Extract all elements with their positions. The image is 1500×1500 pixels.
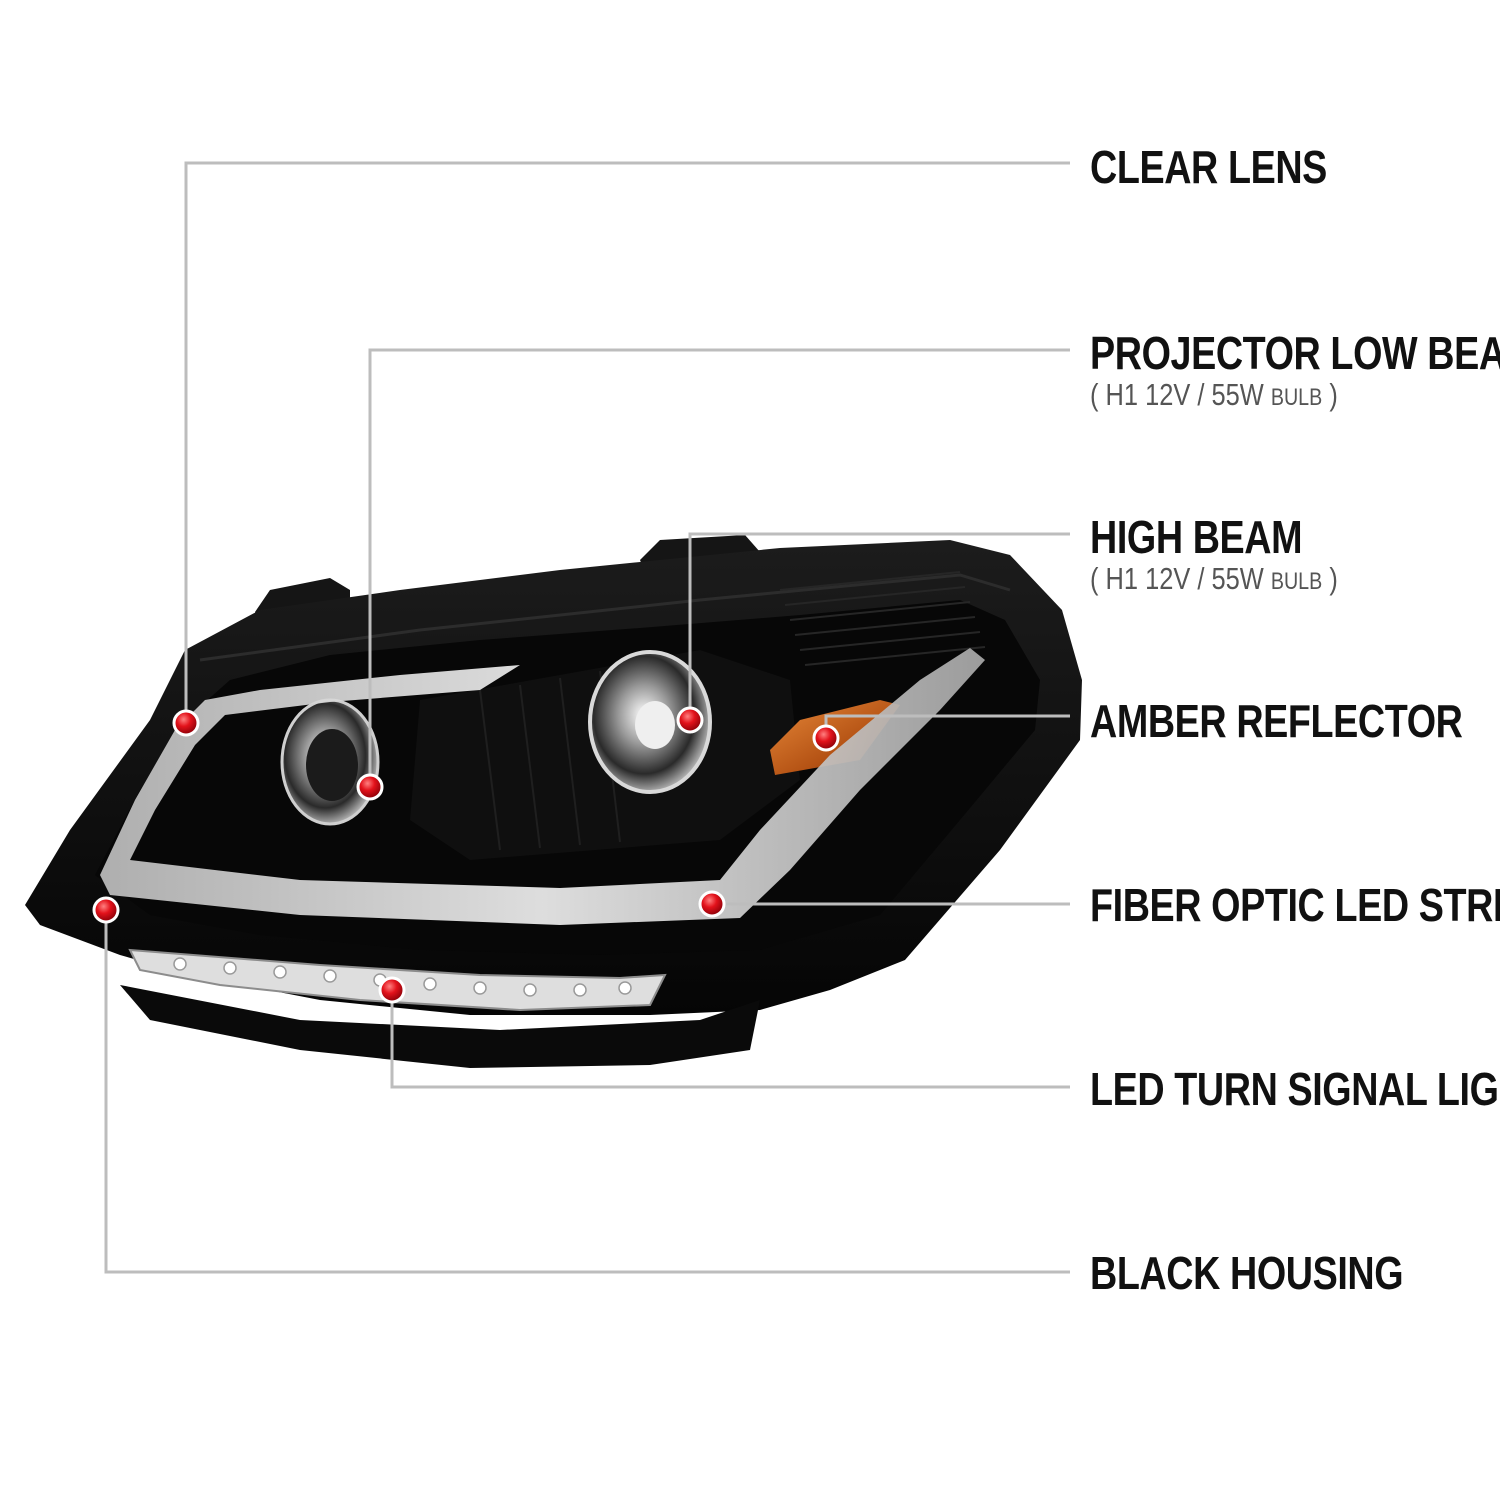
callout-led-turn-signal-light: LED TURN SIGNAL LIGHT xyxy=(1090,1064,1500,1114)
housing-ridge xyxy=(199,573,1011,662)
callout-label: LED TURN SIGNAL LIGHT xyxy=(1090,1063,1500,1115)
leader-clear-lens xyxy=(184,161,1070,723)
callout-clear-lens: CLEAR LENS xyxy=(1090,142,1327,192)
leader-lines xyxy=(104,161,1070,1274)
callout-label: FIBER OPTIC LED STRIP xyxy=(1090,879,1500,931)
housing-lower-lip xyxy=(120,985,760,1068)
marker-clear-lens xyxy=(172,709,200,737)
callout-black-housing: BLACK HOUSING xyxy=(1090,1247,1404,1299)
callout-label: AMBER REFLECTOR xyxy=(1090,695,1463,747)
callout-high-beam: HIGH BEAM ( H1 12V / 55W BULB ) xyxy=(1090,512,1338,599)
marker-black-housing xyxy=(92,896,120,924)
marker-turn-signal xyxy=(378,976,406,1004)
headlight-assembly xyxy=(25,535,1082,1068)
callout-fiber-optic-led-strip: FIBER OPTIC LED STRIP xyxy=(1090,880,1500,930)
callout-spec: ( H1 12V / 55W BULB ) xyxy=(1090,561,1338,596)
marker-fiber-optic xyxy=(698,890,726,918)
callout-label: HIGH BEAM xyxy=(1090,511,1303,563)
callout-label: CLEAR LENS xyxy=(1090,141,1327,193)
shroud-ribs xyxy=(779,571,986,666)
callout-spec: ( H1 12V / 55W BULB ) xyxy=(1090,377,1338,412)
projector-lens-inner xyxy=(306,729,358,801)
markers xyxy=(92,706,840,1004)
marker-projector-low-beam xyxy=(356,773,384,801)
marker-amber-reflector xyxy=(812,724,840,752)
callout-label: BLACK HOUSING xyxy=(1090,1247,1404,1299)
callout-projector-low-beam: PROJECTOR LOW BEAM ( H1 12V / 55W BULB ) xyxy=(1090,328,1500,415)
callout-amber-reflector: AMBER REFLECTOR xyxy=(1090,695,1463,747)
leader-high-beam xyxy=(688,532,1070,720)
callout-label: PROJECTOR LOW BEAM xyxy=(1090,327,1500,379)
leader-turn-signal xyxy=(390,990,1070,1089)
leader-projector-low-beam xyxy=(368,348,1070,787)
fiber-optic-led-strip-shape xyxy=(100,648,985,925)
high-beam-bulb xyxy=(635,701,675,749)
leader-black-housing xyxy=(104,910,1070,1274)
marker-high-beam xyxy=(676,706,704,734)
